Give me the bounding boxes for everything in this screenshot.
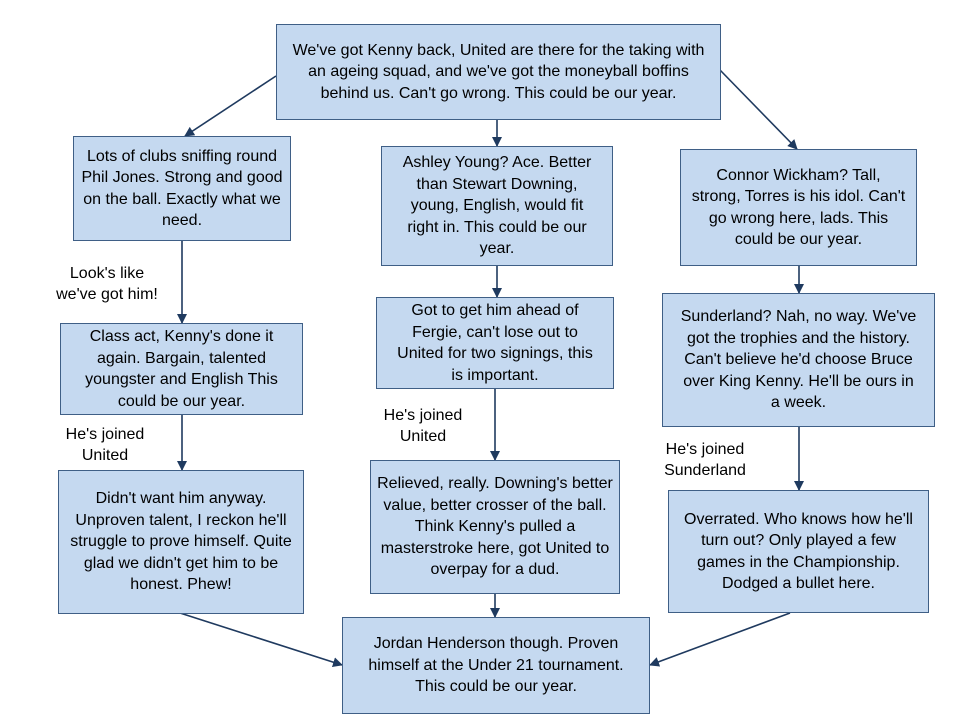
jones-box-1: Lots of clubs sniffing round Phil Jones.…	[73, 136, 291, 241]
label-joined-sunderland: He's joined Sunderland	[664, 441, 746, 479]
label-joined-united-left: He's joined United	[65, 426, 145, 464]
young-box-3: Relieved, really. Downing's better value…	[370, 460, 620, 594]
arrow-top-to-wickham	[719, 69, 798, 150]
arrow-jones-3-to-bottom	[179, 612, 343, 668]
wickham-box-2: Sunderland? Nah, no way. We've got the t…	[662, 293, 935, 427]
jones-box-3: Didn't want him anyway. Unproven talent,…	[58, 470, 304, 614]
top-box: We've got Kenny back, United are there f…	[276, 24, 721, 120]
jones-box-2: Class act, Kenny's done it again. Bargai…	[60, 323, 303, 415]
wickham-box-1: Connor Wickham? Tall, strong, Torres is …	[680, 149, 917, 266]
young-box-1: Ashley Young? Ace. Better than Stewart D…	[381, 146, 613, 266]
wickham-box-3: Overrated. Who knows how he'll turn out?…	[668, 490, 929, 613]
arrow-top-to-jones	[184, 75, 277, 137]
young-box-2: Got to get him ahead of Fergie, can't lo…	[376, 297, 614, 389]
arrow-wickham-3-to-bottom	[649, 612, 791, 667]
label-got-him: Look's like we've got him!	[56, 265, 158, 303]
bottom-box: Jordan Henderson though. Proven himself …	[342, 617, 650, 714]
label-joined-united-mid: He's joined United	[383, 407, 463, 445]
